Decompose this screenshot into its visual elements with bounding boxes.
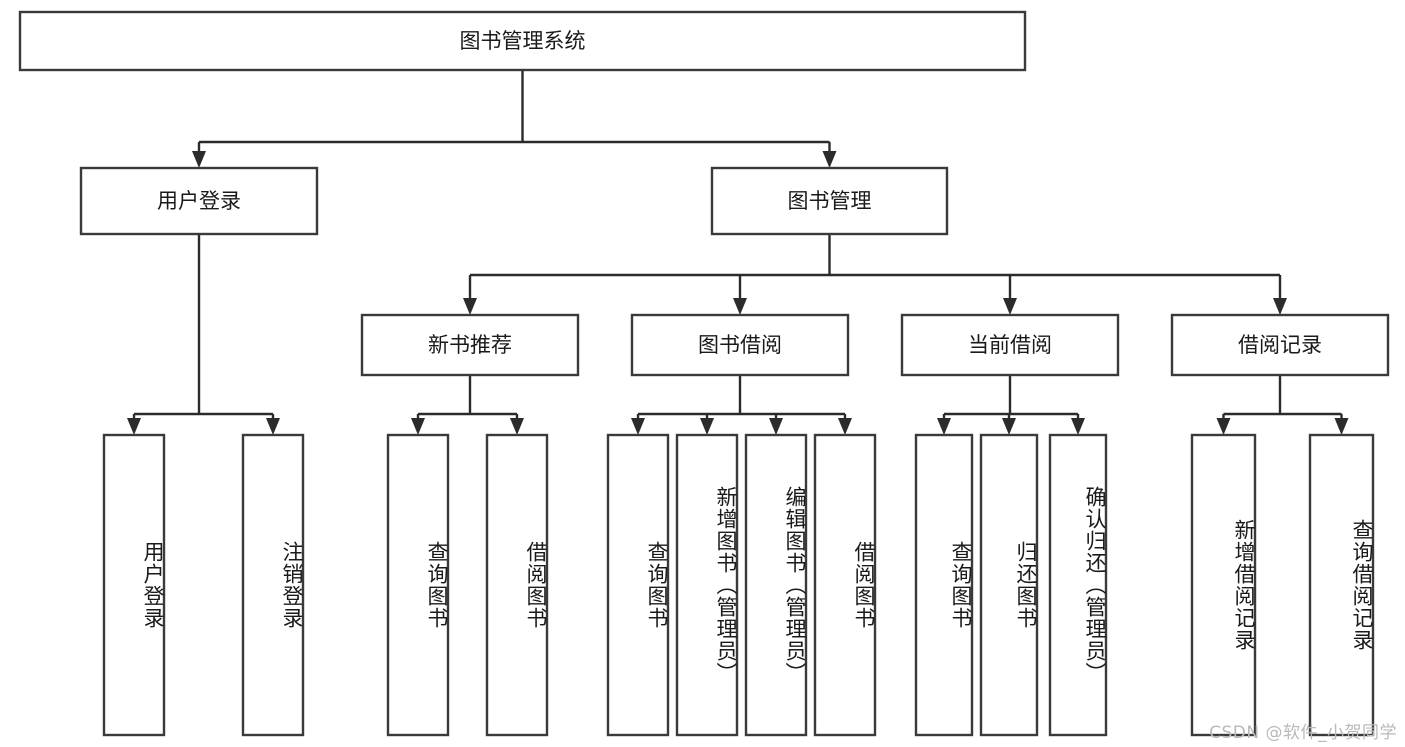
arrowhead-icon [1334, 418, 1349, 435]
node-label-root: 图书管理系统 [460, 29, 586, 53]
arrowhead-icon [127, 418, 141, 435]
arrowhead-icon [822, 151, 837, 168]
csdn-watermark: CSDN @软件_小贺同学 [1209, 723, 1397, 743]
node-box-user-login[interactable] [79, 166, 319, 236]
node-label-user-login: 用户登录 [157, 189, 241, 213]
node-box-new-book-recommend[interactable] [360, 313, 580, 377]
node-box-leaf-return-book[interactable] [979, 433, 1039, 737]
node-label-book-manage: 图书管理 [788, 189, 872, 213]
node-box-leaf-add-book[interactable] [675, 433, 739, 737]
arrowhead-icon [769, 418, 783, 435]
node-box-leaf-query-record[interactable] [1308, 433, 1375, 737]
node-label-new-book-recommend: 新书推荐 [428, 333, 512, 357]
arrowhead-icon [411, 418, 425, 435]
connector-layer [127, 70, 1349, 435]
arrowhead-icon [1216, 418, 1231, 435]
arrowhead-icon [1003, 298, 1017, 315]
arrowhead-icon [631, 418, 645, 435]
arrowhead-icon [733, 298, 747, 315]
node-box-leaf-edit-book[interactable] [744, 433, 808, 737]
node-box-root[interactable] [18, 10, 1027, 72]
arrowhead-icon [463, 298, 477, 315]
node-box-leaf-borrow-book-bb[interactable] [813, 433, 877, 737]
arrowhead-icon [838, 418, 852, 435]
node-box-book-manage[interactable] [710, 166, 949, 236]
node-box-book-borrow[interactable] [630, 313, 850, 377]
node-box-leaf-add-record[interactable] [1190, 433, 1257, 737]
node-label-borrow-record: 借阅记录 [1238, 333, 1322, 357]
node-box-borrow-record[interactable] [1170, 313, 1390, 377]
arrowhead-icon [700, 418, 714, 435]
node-box-leaf-query-book-cb[interactable] [914, 433, 974, 737]
node-box-leaf-borrow-book-rec[interactable] [485, 433, 549, 737]
node-box-layer [18, 10, 1390, 737]
arrowhead-icon [1071, 418, 1085, 435]
arrowhead-icon [1002, 418, 1016, 435]
arrowhead-icon [937, 418, 951, 435]
node-box-leaf-query-book-bb[interactable] [606, 433, 670, 737]
node-box-leaf-confirm-return[interactable] [1048, 433, 1108, 737]
arrowhead-icon [266, 418, 280, 435]
node-box-leaf-user-login[interactable] [102, 433, 166, 737]
node-box-leaf-logout[interactable] [241, 433, 305, 737]
arrowhead-icon [1273, 298, 1287, 315]
arrowhead-icon [192, 151, 206, 168]
node-label-current-borrow: 当前借阅 [968, 333, 1052, 357]
node-box-current-borrow[interactable] [900, 313, 1120, 377]
node-label-book-borrow: 图书借阅 [698, 333, 782, 357]
arrowhead-icon [510, 418, 524, 435]
node-box-leaf-query-book-rec[interactable] [386, 433, 450, 737]
